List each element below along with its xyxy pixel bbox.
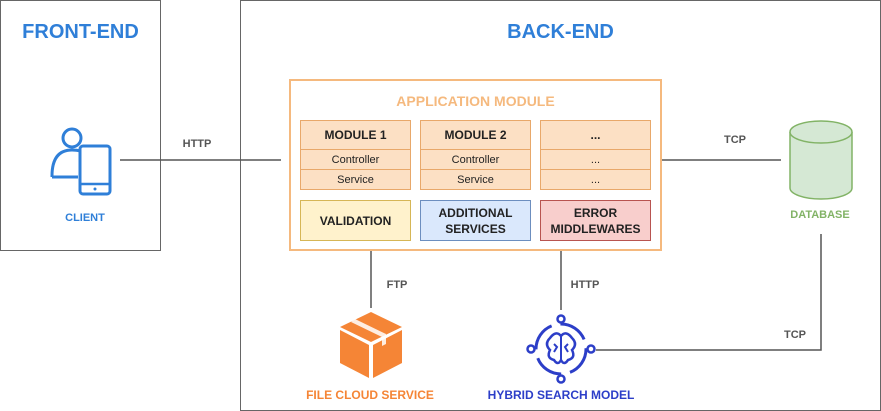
tcp-db-label: TCP [724,134,746,146]
module-2-header: MODULE 2 [420,120,531,150]
additional-services-box: ADDITIONAL SERVICES [420,200,531,241]
back-end-title: BACK-END [507,21,614,43]
hybrid-search-label: HYBRID SEARCH MODEL [487,388,635,402]
module-2-service: Service [420,169,531,190]
front-end-title: FRONT-END [22,21,139,43]
module-1-header: MODULE 1 [300,120,411,150]
http-search-label: HTTP [570,279,600,291]
tcp-search-label: TCP [784,329,806,341]
module-more-header: ... [540,120,651,150]
front-end-panel: FRONT-END [0,0,161,251]
ftp-label: FTP [386,279,408,291]
http-client-label: HTTP [182,138,212,150]
client-label: CLIENT [65,212,105,224]
database-label: DATABASE [790,209,850,221]
application-module-title: APPLICATION MODULE [396,93,555,109]
module-2-controller: Controller [420,149,531,170]
module-more-row1: ... [540,149,651,170]
hybrid-search-brain-icon [526,314,596,384]
module-1-service: Service [300,169,411,190]
file-cloud-label: FILE CLOUD SERVICE [306,388,434,402]
error-middlewares-box: ERROR MIDDLEWARES [540,200,651,241]
validation-box: VALIDATION [300,200,411,241]
client-user-device-icon [50,127,112,196]
file-cloud-box-icon [340,312,402,378]
module-1-controller: Controller [300,149,411,170]
module-more-row2: ... [540,169,651,190]
database-icon [789,120,853,200]
